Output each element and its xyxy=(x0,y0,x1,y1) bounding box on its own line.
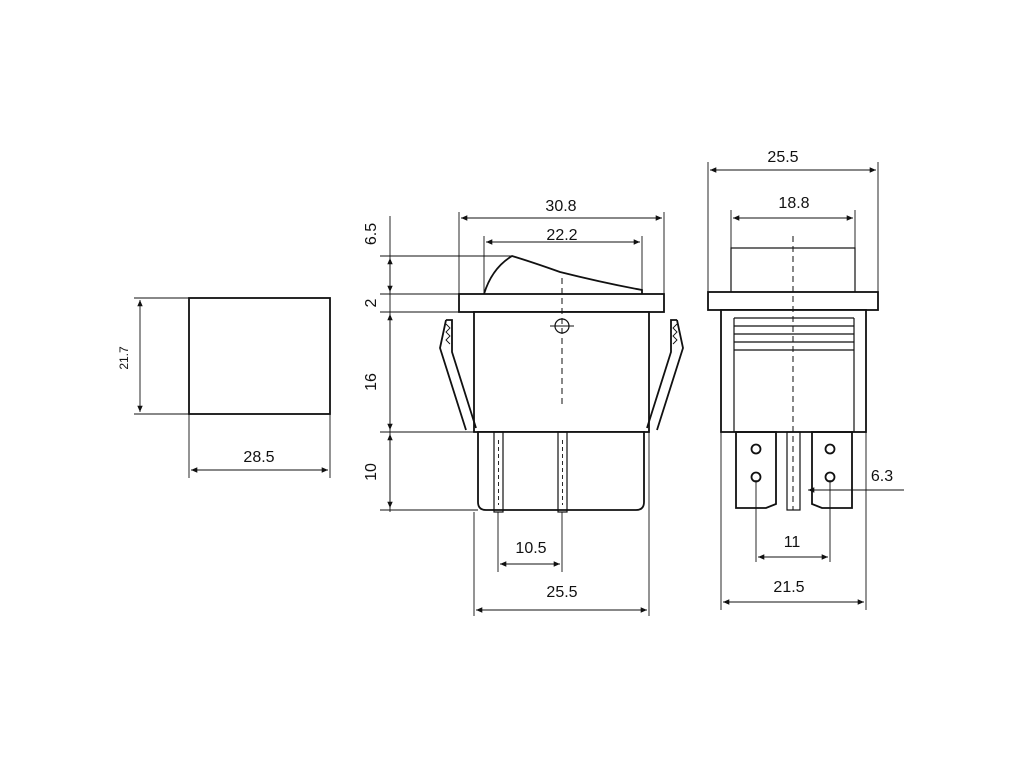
side-view: 25.5 18.8 6.3 11 21.5 xyxy=(707,149,904,610)
dim-housing-height: 16 xyxy=(363,373,380,391)
left-mounting-clip xyxy=(439,319,477,431)
dim-side-bezel-width: 25.5 xyxy=(767,149,798,166)
terminal-block xyxy=(477,431,645,511)
dim-terminal-spacing: 10.5 xyxy=(515,540,546,557)
dim-rocker-width: 22.2 xyxy=(546,227,577,244)
dim-side-body-width: 21.5 xyxy=(773,579,804,596)
dim-actuator-height: 6.5 xyxy=(363,223,380,245)
dim-cutout-width: 28.5 xyxy=(243,449,274,466)
terminal-right xyxy=(557,431,568,513)
dim-bezel-width: 30.8 xyxy=(545,198,576,215)
front-view: 30.8 22.2 6.5 2 16 10 10.5 25.5 xyxy=(363,198,684,616)
dim-cutout-height: 21.7 xyxy=(117,346,131,370)
right-mounting-clip xyxy=(646,319,684,431)
panel-cutout-view: 21.7 28.5 xyxy=(117,297,331,478)
dim-terminal-pitch: 11 xyxy=(784,534,801,551)
dim-terminal-width: 6.3 xyxy=(871,468,893,485)
dim-terminal-length: 10 xyxy=(363,463,380,481)
cutout-outline xyxy=(188,297,331,415)
dim-housing-width: 25.5 xyxy=(546,584,577,601)
side-terminal-left xyxy=(735,431,777,509)
rocker-actuator xyxy=(483,255,643,295)
dim-side-rocker-width: 18.8 xyxy=(778,195,809,212)
dim-flange-thickness: 2 xyxy=(363,298,380,307)
terminal-left xyxy=(493,431,504,513)
side-terminal-right xyxy=(811,431,853,509)
